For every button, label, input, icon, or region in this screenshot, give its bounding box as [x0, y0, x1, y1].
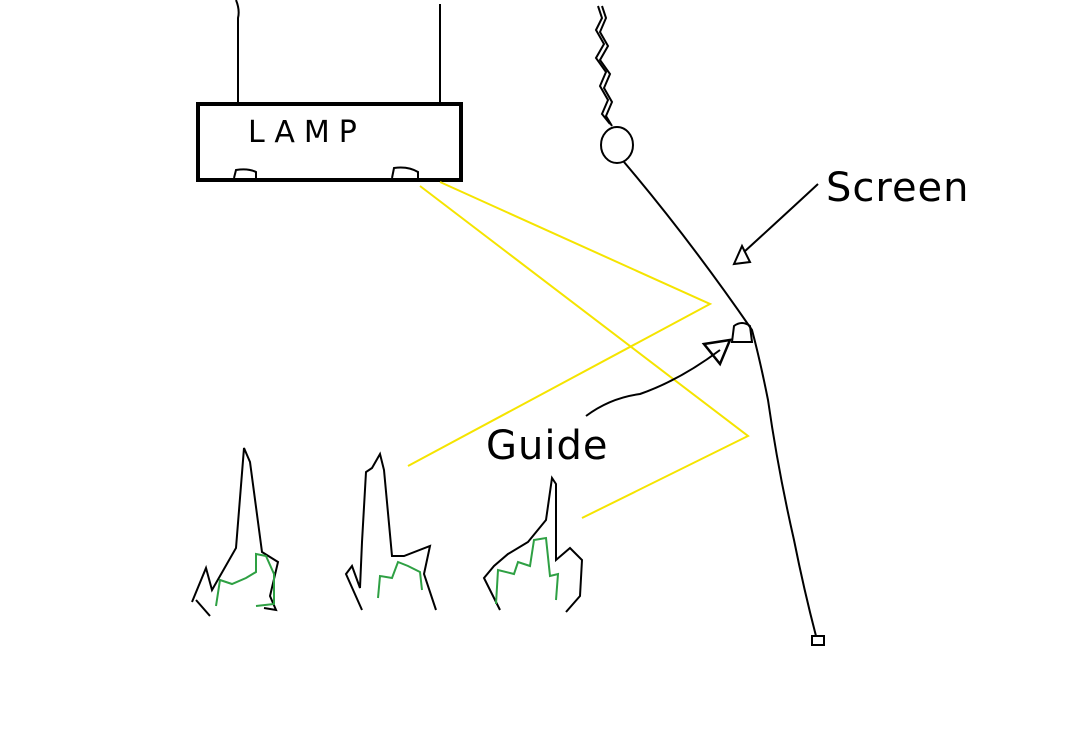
screen-chain	[594, 5, 614, 127]
light-beam-lower	[419, 185, 750, 519]
plant-2-core	[377, 560, 423, 599]
screen-knob	[600, 126, 634, 164]
plant-3-outline	[482, 475, 584, 613]
guide-label: Guide	[486, 423, 609, 469]
lamp-bulb-right	[391, 166, 419, 179]
plant-3-core	[495, 536, 560, 605]
plant-1-base-left	[195, 599, 211, 617]
plant-2-outline	[344, 451, 437, 611]
screen-arrow	[743, 183, 819, 253]
lamp-wire-left	[235, 0, 240, 104]
screen-weight	[811, 635, 825, 646]
guide-arrow	[585, 349, 721, 417]
screen-arrow-head	[732, 243, 752, 266]
light-beam-upper	[407, 181, 713, 467]
screen-label: Screen	[826, 165, 970, 211]
guide-clip	[730, 322, 754, 343]
plant-1-outline	[191, 447, 280, 612]
guide-arrow-head	[701, 338, 733, 367]
lamp-bulb-left	[233, 168, 257, 179]
screen-sheet	[623, 161, 817, 637]
lamp-label: LAMP	[248, 115, 366, 150]
plant-1-core	[215, 552, 275, 607]
lamp-box	[196, 102, 463, 182]
